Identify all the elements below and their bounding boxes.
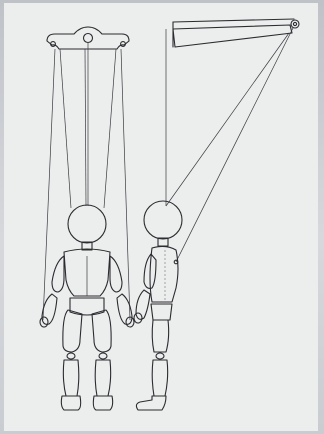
paper-sheet <box>4 3 318 431</box>
